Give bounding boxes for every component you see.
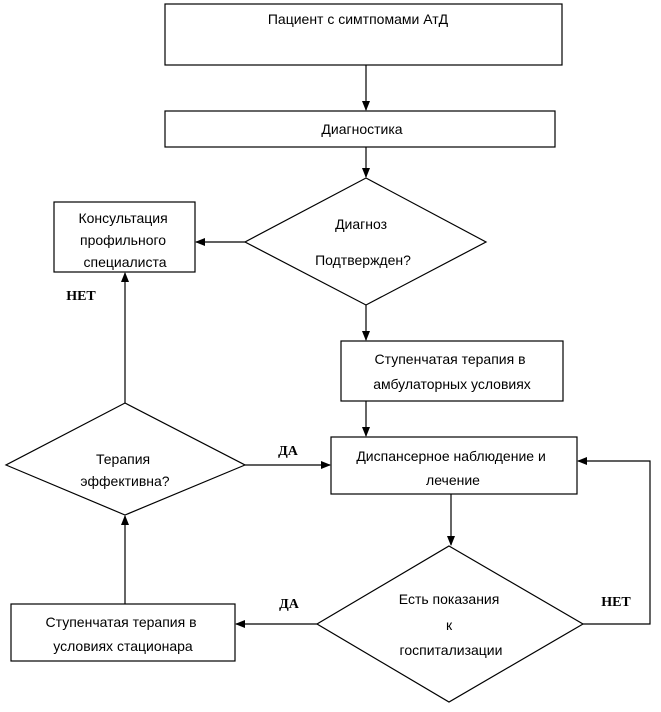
consultation-label-line: Консультация: [78, 210, 167, 226]
dispensary-label: Диспансерное наблюдение и лечение: [356, 448, 549, 488]
diagnosis-confirmed-label-line: Подтвержден?: [315, 252, 411, 268]
stepwise-outpatient-label-line: амбулаторных условиях: [373, 376, 531, 392]
hospital-indications-label-line: Есть показания: [399, 591, 500, 607]
patient-label: Пациент с симтпомами АтД: [268, 11, 449, 27]
consultation-label-line: специалиста: [83, 254, 166, 270]
diagnosis-confirmed-label: Диагноз Подтвержден?: [315, 216, 411, 268]
therapy-effective-label-line: Терапия: [96, 451, 150, 467]
stepwise-outpatient-label: Ступенчатая терапия в амбулаторных услов…: [373, 351, 531, 392]
diagnosis-confirmed-label-line: Диагноз: [335, 216, 387, 232]
therapy-effective-label: Терапия эффективна?: [80, 451, 169, 489]
consultation-label-line: профильного: [80, 232, 166, 248]
hospital-indications-diamond: [315, 545, 585, 703]
patient-label-line: Пациент с симтпомами АтД: [268, 11, 449, 27]
diagnostics-label-line: Диагностика: [321, 121, 402, 137]
stepwise-inpatient-box: [10, 603, 236, 662]
edge-label-no-hospital: НЕТ: [601, 595, 631, 610]
diagnostics-label: Диагностика: [321, 121, 402, 137]
arrow-hospital-no-to-dispensary: [577, 457, 651, 625]
diagnostics-box: [164, 110, 556, 148]
hospital-indications-label-line: госпитализации: [400, 642, 503, 658]
dispensary-box: [330, 436, 578, 495]
hospital-indications-label-line: к: [446, 617, 453, 633]
edge-label-no-consult: НЕТ: [66, 289, 96, 304]
therapy-effective-label-line: эффективна?: [80, 473, 169, 489]
patient-box: [164, 3, 563, 66]
stepwise-outpatient-box: [340, 340, 564, 402]
diagnosis-confirmed-diamond: [243, 177, 488, 306]
consultation-label: Консультация профильного специалиста: [78, 210, 171, 270]
edge-label-yes-effective: ДА: [278, 444, 299, 459]
stepwise-inpatient-label: Ступенчатая терапия в условиях стационар…: [46, 614, 201, 654]
consultation-box: [53, 201, 196, 273]
edge-label-yes-hospital: ДА: [279, 597, 300, 612]
stepwise-inpatient-label-line: Ступенчатая терапия в: [46, 614, 197, 630]
stepwise-outpatient-label-line: Ступенчатая терапия в: [375, 351, 526, 367]
stepwise-inpatient-label-line: условиях стационара: [53, 638, 193, 654]
dispensary-label-line: лечение: [426, 472, 480, 488]
hospital-indications-label: Есть показания к госпитализации: [399, 591, 503, 658]
dispensary-label-line: Диспансерное наблюдение и: [356, 448, 545, 464]
